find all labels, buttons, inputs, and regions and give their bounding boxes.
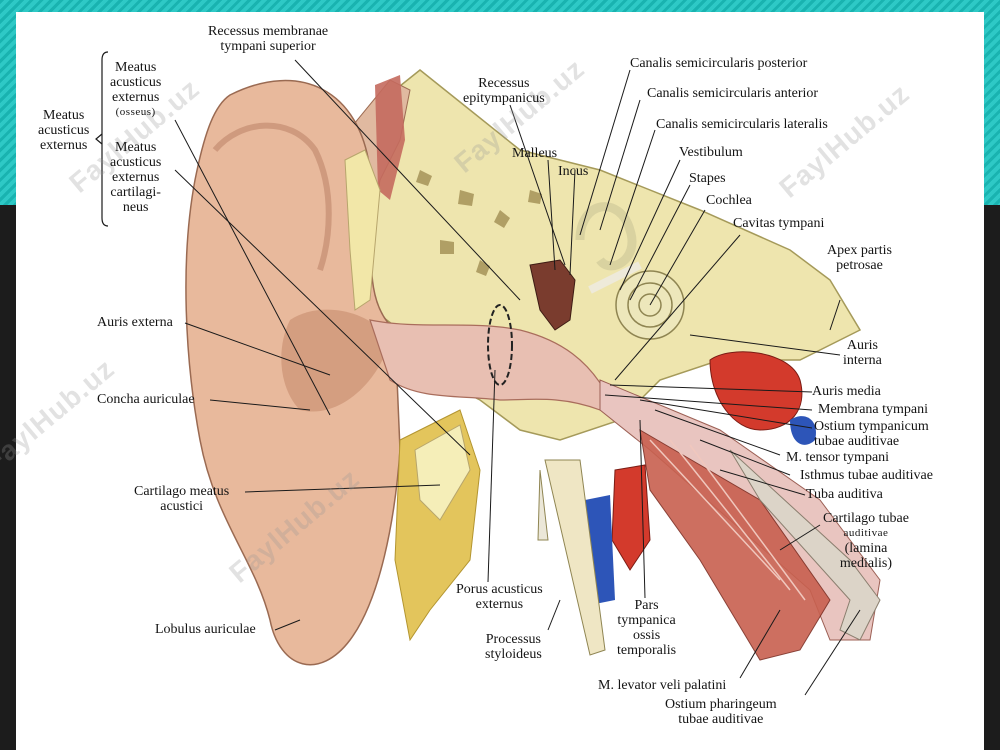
label-processus-styloideus: Processus styloideus [485,632,542,662]
artery-lower [611,464,651,571]
label-recessus-membranae: Recessus membranae tympani superior [208,24,329,54]
label-meatus-cartilagineus: Meatus acusticus externus cartilagi- neu… [110,140,162,215]
label-membrana-tympani: Membrana tympani [818,402,929,417]
artery-upper [709,351,803,431]
cartilage-tubae [729,449,881,641]
ossicles [529,259,576,331]
label-concha-auriculae: Concha auriculae [97,392,195,407]
label-stapes: Stapes [689,171,726,186]
porus-ring [487,304,513,386]
label-cartilago-tubae: Cartilago tubae auditivae (lamina medial… [823,511,909,571]
styloid-process [544,459,606,656]
label-recessus-epitympanicus: Recessus epitympanicus [463,76,545,106]
label-incus: Incus [558,164,589,179]
label-meatus-externus: Meatus acusticus externus [38,108,90,153]
label-auris-externa: Auris externa [97,315,173,330]
label-pars-tympanica: Pars tympanica ossis temporalis [617,598,677,658]
label-auris-media: Auris media [812,384,881,399]
label-meatus-osseus: Meatus acusticus externus (osseus) [110,60,162,118]
label-isthmus: Isthmus tubae auditivae [800,468,933,483]
label-cartilago-meatus: Cartilago meatus acustici [134,484,230,514]
label-malleus: Malleus [512,146,558,161]
label-porus-acusticus: Porus acusticus externus [456,582,543,612]
cartilage-lower [414,424,471,521]
label-ostium-pharyngeum: Ostium pharingeum tubae auditivae [665,697,777,727]
leader-lines [174,59,861,696]
label-tuba-auditiva: Tuba auditiva [806,487,883,502]
concha-shadow [281,309,390,412]
label-lobulus-auriculae: Lobulus auriculae [155,622,256,637]
vein-upper [790,416,816,445]
cartilage-upper [344,149,381,311]
label-vestibulum: Vestibulum [679,145,743,160]
label-canalis-lateralis: Canalis semicircularis lateralis [656,117,828,132]
m-levator-muscle [639,429,831,661]
helix-rim [212,122,332,271]
label-canalis-anterior: Canalis semicircularis anterior [647,86,819,101]
bracket-outer [101,51,109,227]
semicircular-canals [575,202,637,271]
label-apex-petrosae: Apex partis petrosae [827,243,892,273]
label-cochlea: Cochlea [706,193,752,208]
label-canalis-posterior: Canalis semicircularis posterior [630,56,808,71]
label-ostium-tympanicum: Ostium tympanicum tubae auditivae [814,419,929,449]
bone-cells [416,170,542,276]
label-cavitas-tympani: Cavitas tympani [733,216,825,231]
label-auris-interna: Auris interna [843,338,882,368]
label-m-tensor-tympani: M. tensor tympani [786,450,890,465]
label-m-levator: M. levator veli palatini [598,678,727,693]
